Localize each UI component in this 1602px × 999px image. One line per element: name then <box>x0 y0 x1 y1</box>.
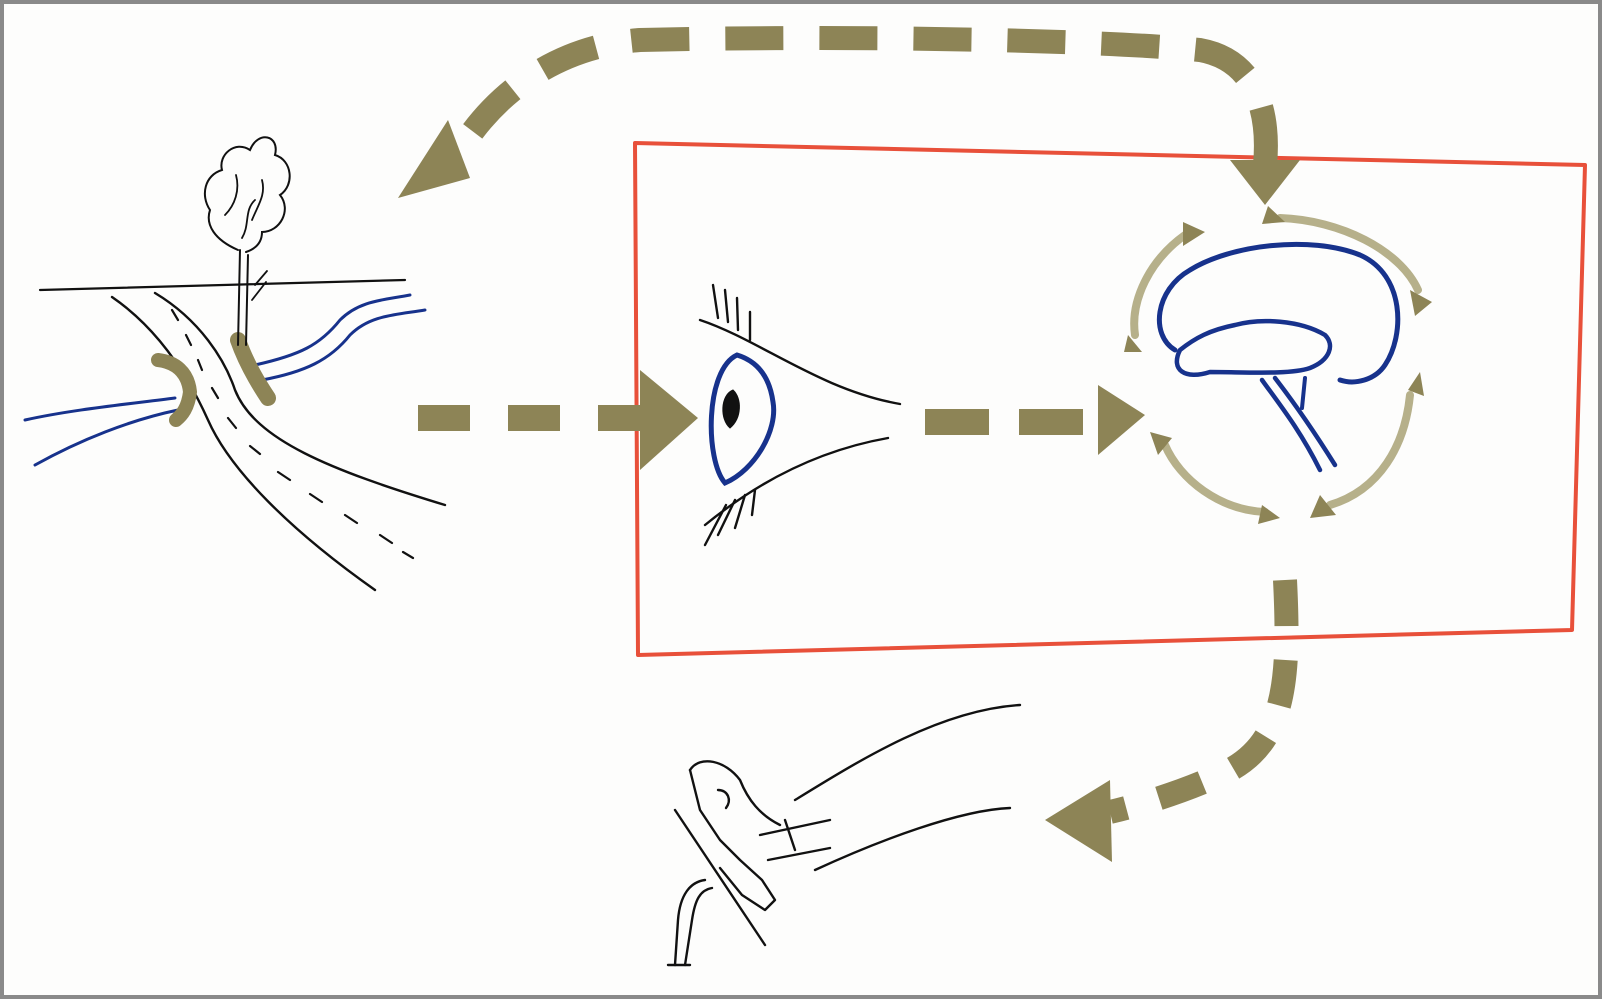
brain-icon <box>1159 244 1397 470</box>
foot-pedal-icon <box>668 705 1020 965</box>
dashed-arrow-brain-to-road <box>470 38 1266 165</box>
eye-icon <box>700 285 900 545</box>
arrowhead-brain-to-foot <box>1045 780 1112 862</box>
dashed-arrow-brain-to-foot <box>1110 580 1286 812</box>
road-scene-icon <box>25 137 445 590</box>
arrowhead-brain-to-road <box>1230 160 1300 205</box>
arrowhead-to-road-scene <box>398 120 470 198</box>
arrowhead-road-to-eye <box>640 370 698 470</box>
arrowhead-eye-to-brain <box>1098 385 1145 455</box>
